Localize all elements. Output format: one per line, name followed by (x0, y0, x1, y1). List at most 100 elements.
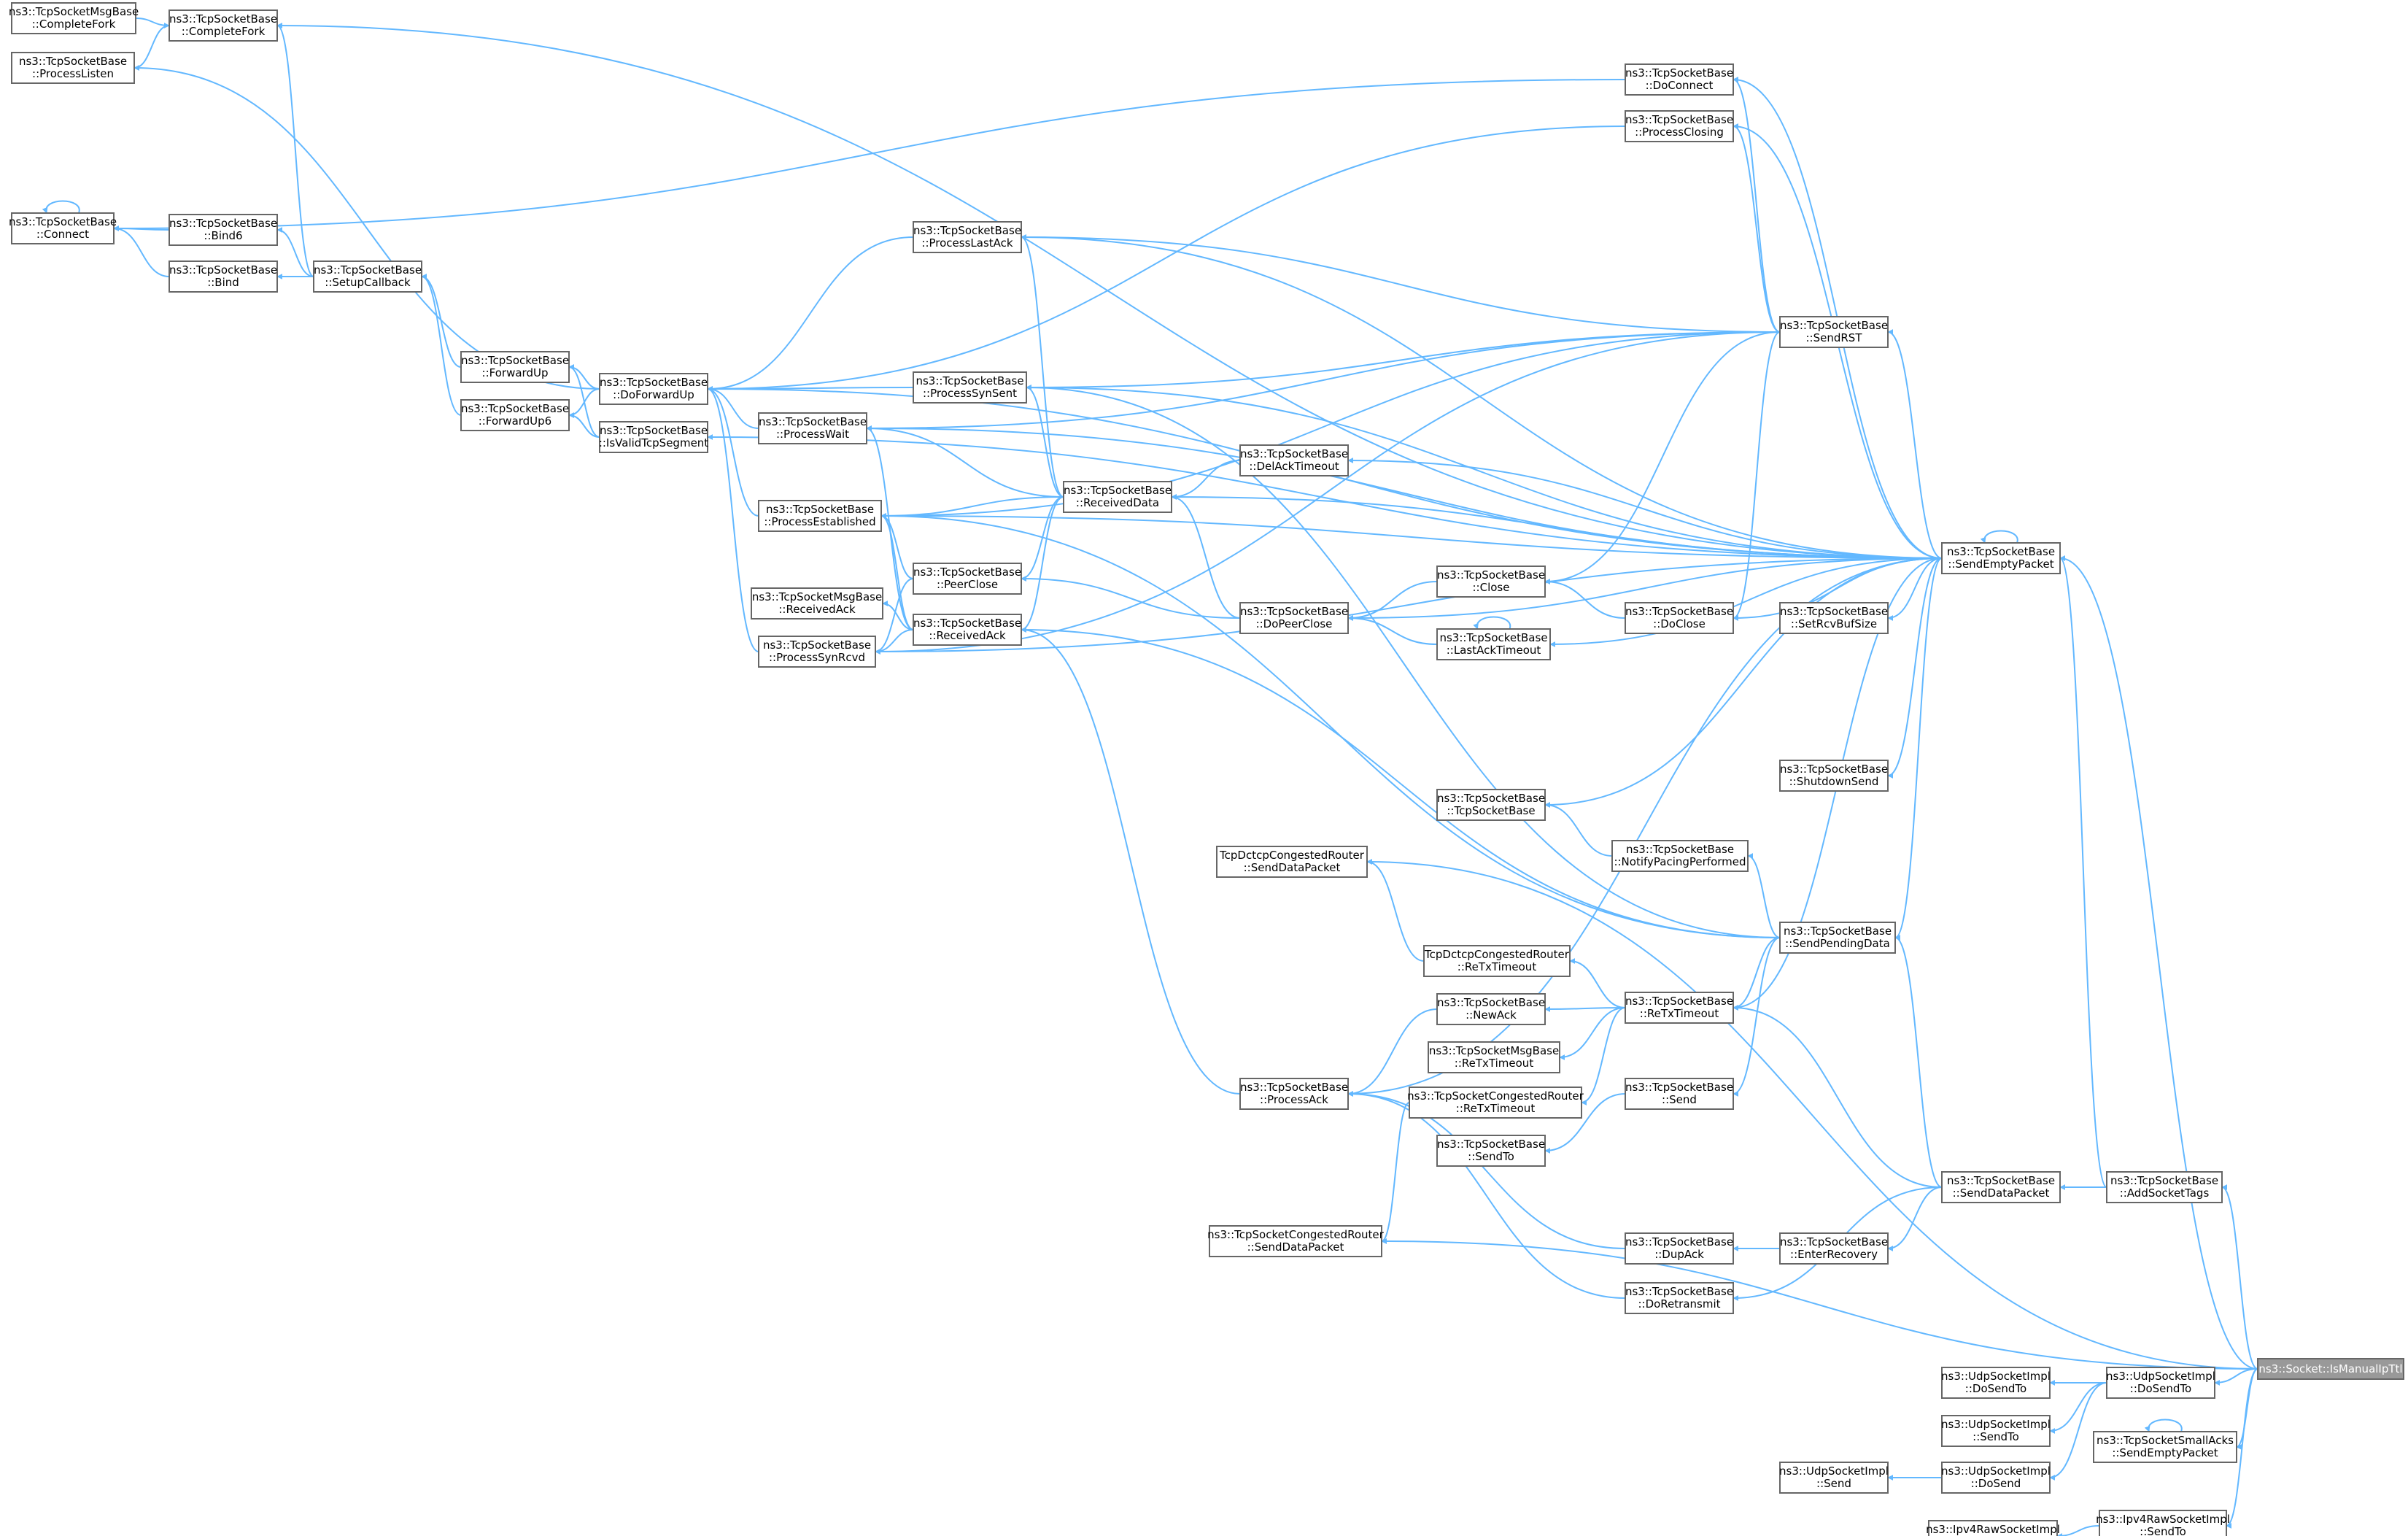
node-bind6[interactable]: ns3::TcpSocketBase::Bind6 (169, 214, 278, 246)
node-label: ::CompleteFork (32, 18, 116, 31)
node-bind[interactable]: ns3::TcpSocketBase::Bind (169, 260, 278, 293)
node-box (460, 351, 570, 383)
node-udpsend[interactable]: ns3::UdpSocketImpl::Send (1779, 1462, 1889, 1494)
call-edge-setrcvbufsize-sendemptypacket (1887, 557, 1943, 621)
node-ipv4rawsendto[interactable]: ns3::Ipv4RawSocketImpl::SendTo (2096, 1510, 2230, 1536)
node-doforwardup[interactable]: ns3::TcpSocketBase::DoForwardUp (599, 373, 708, 405)
node-doclose[interactable]: ns3::TcpSocketBase::DoClose (1625, 602, 1734, 634)
call-edge-processlisten-completefork (133, 25, 170, 71)
node-label: ::SendEmptyPacket (2112, 1446, 2218, 1459)
call-edge-processestablished-sendemptypacket (880, 513, 1943, 559)
node-newack[interactable]: ns3::TcpSocketBase::NewAck (1436, 993, 1546, 1025)
node-congretx[interactable]: ns3::TcpSocketCongestedRouter::ReTxTimeo… (1407, 1087, 1584, 1119)
node-label: ::DoConnect (1646, 79, 1714, 92)
node-doretransmit[interactable]: ns3::TcpSocketBase::DoRetransmit (1625, 1282, 1734, 1314)
node-congsenddata[interactable]: ns3::TcpSocketCongestedRouter::SendDataP… (1207, 1225, 1385, 1257)
node-sendrst[interactable]: ns3::TcpSocketBase::SendRST (1779, 316, 1889, 348)
node-label: ::Connect (36, 228, 89, 241)
node-processlisten[interactable]: ns3::TcpSocketBase::ProcessListen (11, 52, 135, 84)
node-processestablished[interactable]: ns3::TcpSocketBase::ProcessEstablished (758, 500, 882, 532)
node-smallacks[interactable]: ns3::TcpSocketSmallAcks::SendEmptyPacket (2093, 1431, 2237, 1463)
node-processsynrcvd[interactable]: ns3::TcpSocketBase::ProcessSynRcvd (758, 636, 876, 668)
node-completefork[interactable]: ns3::TcpSocketBase::CompleteFork (169, 9, 278, 42)
node-lastacktimeout[interactable]: ns3::TcpSocketBase::LastAckTimeout (1436, 628, 1551, 660)
node-retxtimeout[interactable]: ns3::TcpSocketBase::ReTxTimeout (1625, 992, 1734, 1024)
node-processsynsent[interactable]: ns3::TcpSocketBase::ProcessSynSent (913, 371, 1027, 404)
node-setrcvbufsize[interactable]: ns3::TcpSocketBase::SetRcvBufSize (1779, 602, 1889, 634)
node-sendemptypacket[interactable]: ns3::TcpSocketBase::SendEmptyPacket (1941, 542, 2061, 574)
node-box (913, 371, 1027, 404)
node-label: ::ProcessSynRcvd (769, 651, 865, 664)
node-msgreceivedack[interactable]: ns3::TcpSocketMsgBase::ReceivedAck (751, 587, 883, 620)
node-peerclose[interactable]: ns3::TcpSocketBase::PeerClose (913, 563, 1022, 595)
node-label: ns3::TcpSocketBase (1626, 843, 1734, 856)
node-tcpsocketbase[interactable]: ns3::TcpSocketBase::TcpSocketBase (1436, 789, 1546, 821)
call-edge-completefork-msgcompletefork (135, 18, 170, 28)
node-box (1941, 1415, 2051, 1447)
node-udpdosendto1[interactable]: ns3::UdpSocketImpl::DoSendTo (1941, 1367, 2051, 1399)
node-box (1625, 602, 1734, 634)
call-edge-setupcallback-forwardup6 (421, 274, 462, 416)
node-forwardup6[interactable]: ns3::TcpSocketBase::ForwardUp6 (460, 399, 570, 431)
node-udpdosendto2[interactable]: ns3::UdpSocketImpl::DoSendTo (2106, 1367, 2215, 1399)
node-sendto[interactable]: ns3::TcpSocketBase::SendTo (1436, 1135, 1546, 1167)
node-label: ::ProcessListen (32, 67, 114, 80)
node-udpdosend[interactable]: ns3::UdpSocketImpl::DoSend (1941, 1462, 2051, 1494)
node-sendpendingdata[interactable]: ns3::TcpSocketBase::SendPendingData (1779, 922, 1896, 954)
node-label: ns3::TcpSocketBase (2110, 1174, 2218, 1187)
node-msgcompletefork[interactable]: ns3::TcpSocketMsgBase::CompleteFork (9, 2, 139, 34)
node-receivedack[interactable]: ns3::TcpSocketBase::ReceivedAck (913, 614, 1022, 646)
node-shutdownsend[interactable]: ns3::TcpSocketBase::ShutdownSend (1779, 760, 1889, 792)
node-forwardup[interactable]: ns3::TcpSocketBase::ForwardUp (460, 351, 570, 383)
node-label: ns3::TcpSocketBase (1064, 484, 1172, 497)
node-processlastack[interactable]: ns3::TcpSocketBase::ProcessLastAck (913, 221, 1022, 253)
call-edge-dctcpsenddata-dctcpretx (1366, 859, 1425, 962)
node-label: ns3::TcpSocketBase (1240, 1081, 1348, 1094)
node-dctcpsenddata[interactable]: TcpDctcpCongestedRouter::SendDataPacket (1216, 846, 1368, 878)
node-send[interactable]: ns3::TcpSocketBase::Send (1625, 1078, 1734, 1110)
node-connect[interactable]: ns3::TcpSocketBase::Connect (9, 212, 117, 244)
node-label: ns3::TcpSocketBase (1437, 792, 1545, 805)
call-edge-processack-dupack (1347, 1091, 1626, 1249)
node-box (751, 587, 883, 620)
node-receiveddata[interactable]: ns3::TcpSocketBase::ReceivedData (1063, 481, 1172, 513)
node-setupcallback[interactable]: ns3::TcpSocketBase::SetupCallback (313, 260, 422, 293)
node-doconnect[interactable]: ns3::TcpSocketBase::DoConnect (1625, 63, 1734, 96)
call-edge-doforwardup-processsynrcvd (707, 386, 759, 652)
call-edge-tcpsocketbase-sendemptypacket (1544, 557, 1943, 808)
node-notifypacing[interactable]: ns3::TcpSocketBase::NotifyPacingPerforme… (1611, 840, 1749, 872)
node-close[interactable]: ns3::TcpSocketBase::Close (1436, 566, 1546, 598)
node-label: ns3::TcpSocketBase (1625, 995, 1733, 1008)
call-edge-processsynrcvd-sendemptypacket (875, 557, 1943, 655)
node-dctcpretx[interactable]: TcpDctcpCongestedRouter::ReTxTimeout (1423, 945, 1571, 977)
node-box (1436, 566, 1546, 598)
node-label: ns3::TcpSocketBase (763, 638, 871, 652)
node-label: ::ReceivedAck (929, 629, 1006, 642)
node-enterrecovery[interactable]: ns3::TcpSocketBase::EnterRecovery (1779, 1232, 1889, 1265)
node-label: ::ReTxTimeout (1456, 1102, 1536, 1115)
node-isvalid[interactable]: ns3::TcpSocketBase::IsValidTcpSegment (599, 421, 708, 453)
node-ipv4rawsend[interactable]: ns3::Ipv4RawSocketImpl::Send (1926, 1520, 2060, 1536)
call-edge-dctcpsenddata-ismanual (1366, 859, 2258, 1370)
node-processwait[interactable]: ns3::TcpSocketBase::ProcessWait (758, 412, 867, 444)
node-label: ::NotifyPacingPerformed (1614, 855, 1746, 868)
node-dopeerclose[interactable]: ns3::TcpSocketBase::DoPeerClose (1239, 602, 1349, 634)
node-label: ::SendTo (1468, 1150, 1514, 1163)
node-label: ::SendDataPacket (1244, 861, 1341, 874)
node-box (1216, 846, 1368, 878)
node-box (599, 373, 708, 405)
node-udpsendto[interactable]: ns3::UdpSocketImpl::SendTo (1941, 1415, 2051, 1447)
call-edge-doforwardup-processclosing (707, 126, 1626, 392)
node-ismanual[interactable]: ns3::Socket::IsManualIpTtl (2257, 1358, 2404, 1380)
node-msgretx[interactable]: ns3::TcpSocketMsgBase::ReTxTimeout (1428, 1041, 1560, 1073)
node-box (2093, 1431, 2237, 1463)
node-processack[interactable]: ns3::TcpSocketBase::ProcessAck (1239, 1078, 1349, 1110)
node-senddatapacket[interactable]: ns3::TcpSocketBase::SendDataPacket (1941, 1171, 2061, 1203)
node-label: ns3::TcpSocketBase (1625, 66, 1733, 80)
node-addsockettags[interactable]: ns3::TcpSocketBase::AddSocketTags (2106, 1171, 2223, 1203)
node-delacktimeout[interactable]: ns3::TcpSocketBase::DelAckTimeout (1239, 444, 1349, 476)
node-processclosing[interactable]: ns3::TcpSocketBase::ProcessClosing (1625, 110, 1734, 142)
node-label: ::ForwardUp6 (479, 414, 551, 428)
call-edge-processsynsent-sendpendingdata (1026, 385, 1781, 938)
node-dupack[interactable]: ns3::TcpSocketBase::DupAck (1625, 1232, 1734, 1265)
